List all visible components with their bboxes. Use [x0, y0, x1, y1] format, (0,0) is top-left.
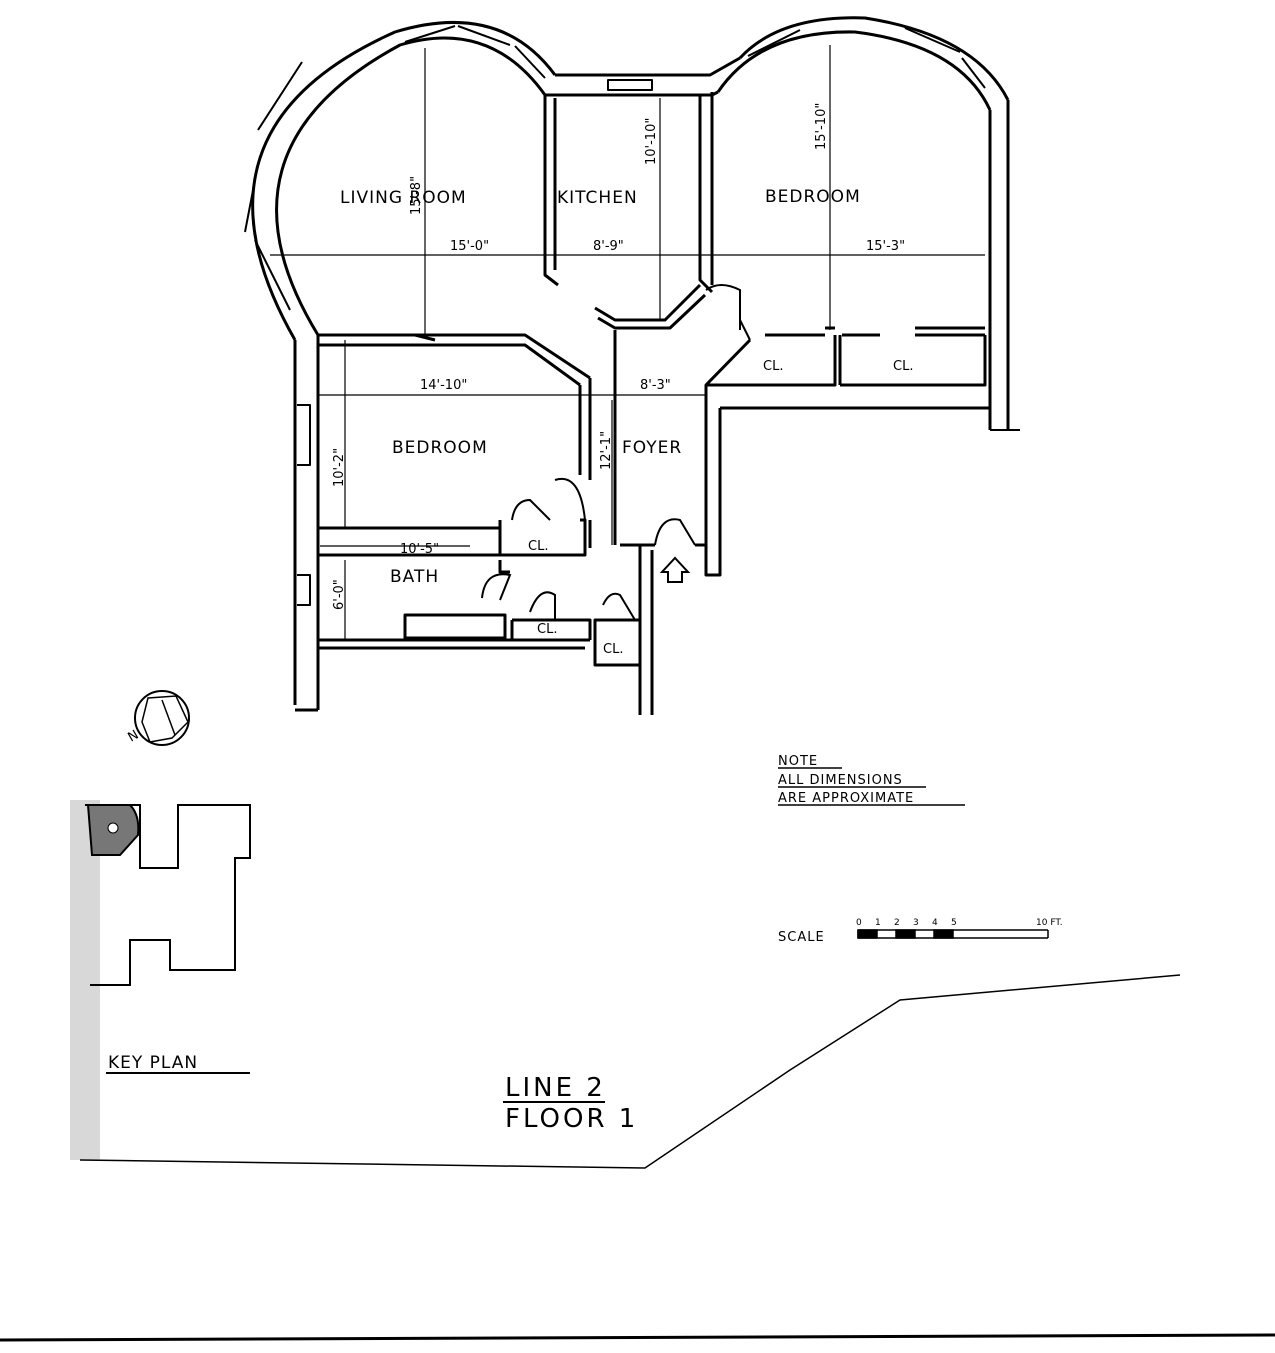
living-depth-dimension: 15'-8"	[409, 176, 424, 215]
bedroom-bay-outer-wall	[738, 16, 1010, 101]
key-plan	[70, 800, 251, 1160]
note-line-2: ARE APPROXIMATE	[778, 791, 914, 806]
scale-tick-1: 1	[875, 918, 881, 928]
bedroom-2-label: BEDROOM	[392, 438, 488, 458]
living-room-label: LIVING ROOM	[340, 188, 467, 208]
entry-arrow-icon	[659, 556, 691, 583]
kitchen-top-wall	[555, 56, 741, 77]
bath-width-dimension: 10'-5"	[400, 542, 439, 557]
kitchen-depth-dimension: 10'-10"	[644, 118, 659, 165]
living-room-outer-wall	[251, 20, 557, 341]
bedroom1-depth-dimension: 15'-10"	[814, 103, 829, 150]
living-room-inner-wall	[275, 36, 547, 336]
scale-label: SCALE	[778, 930, 825, 945]
living-width-dimension: 15'-0"	[450, 239, 489, 254]
dimension-lines	[270, 45, 985, 640]
sheet-edge-lines	[0, 974, 1275, 1342]
note-block: NOTE ALL DIMENSIONS ARE APPROXIMATE	[778, 754, 965, 806]
drawing-title-line-2: FLOOR 1	[505, 1104, 638, 1134]
closet-label: CL.	[537, 622, 557, 637]
scale-tick-0: 0	[856, 918, 862, 928]
foyer-label: FOYER	[622, 438, 682, 458]
scale-tick-4: 4	[932, 918, 938, 928]
foyer-depth-dimension: 12'-1"	[599, 431, 614, 470]
scale-tick-2: 2	[894, 918, 900, 928]
bath-label: BATH	[390, 567, 439, 587]
scale-tick-5: 5	[951, 918, 957, 928]
bedroom2-width-dimension: 14'-10"	[420, 378, 467, 393]
key-plan-label: KEY PLAN	[108, 1053, 198, 1073]
bath-depth-dimension: 6'-0"	[332, 579, 347, 610]
bedroom2-depth-dimension: 10'-2"	[332, 448, 347, 487]
bedroom1-width-dimension: 15'-3"	[866, 239, 905, 254]
scale-tick-3: 3	[913, 918, 919, 928]
scale-tick-10: 10 FT.	[1036, 918, 1063, 928]
closet-label: CL.	[763, 359, 783, 374]
closet-label: CL.	[603, 642, 623, 657]
drawing-title-line-1: LINE 2	[505, 1073, 606, 1103]
kitchen-width-dimension: 8'-9"	[593, 239, 624, 254]
note-heading: NOTE	[778, 754, 818, 769]
bedroom-1-label: BEDROOM	[765, 187, 861, 207]
bedroom-bay-inner-wall	[716, 30, 992, 111]
note-line-1: ALL DIMENSIONS	[778, 773, 903, 788]
kitchen-label: KITCHEN	[557, 188, 638, 208]
closet-label: CL.	[528, 539, 548, 554]
door-swings	[481, 284, 751, 621]
closet-label: CL.	[893, 359, 913, 374]
scale-bar: SCALE 0 1 2 3 4 5 10 FT.	[778, 918, 1063, 945]
north-arrow-icon	[134, 690, 190, 746]
walls	[244, 16, 1020, 715]
foyer-width-dimension: 8'-3"	[640, 378, 671, 393]
